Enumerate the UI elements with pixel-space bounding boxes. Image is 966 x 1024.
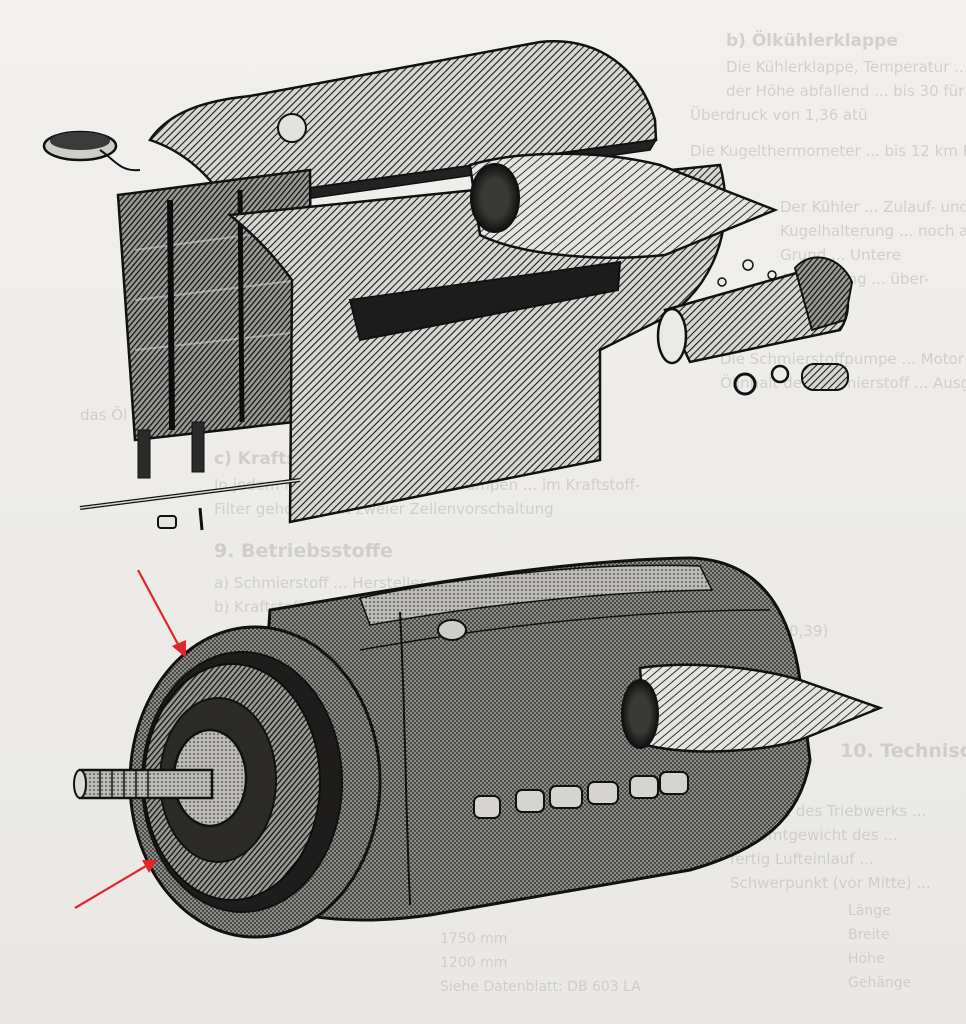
duct-elbow: [793, 256, 854, 332]
exhaust-fairing-lower: [638, 663, 884, 753]
assembled-engine: [73, 556, 884, 939]
exhaust-ports: [473, 771, 689, 819]
frame-leg: [191, 421, 205, 473]
exhaust-stub-opening: [470, 163, 520, 233]
hose-section: [801, 363, 849, 391]
top-cover-panel: [148, 40, 658, 202]
pointer-arrows: [74, 569, 186, 909]
propeller-shaft: [78, 768, 214, 800]
frame-leg: [137, 429, 151, 479]
panel-fastener: [437, 619, 467, 641]
nacelle-body: [248, 556, 812, 922]
arrow-bottom: [74, 865, 147, 909]
split-pin: [198, 507, 204, 531]
clamp: [733, 372, 757, 396]
cowl-slot: [348, 260, 622, 342]
pin: [157, 515, 177, 529]
cover-fastener: [277, 113, 307, 143]
exhaust-stub-lower: [621, 679, 659, 749]
exploded-cowling: [42, 40, 854, 531]
arrow-top: [137, 569, 181, 649]
exhaust-fairing: [468, 152, 779, 259]
